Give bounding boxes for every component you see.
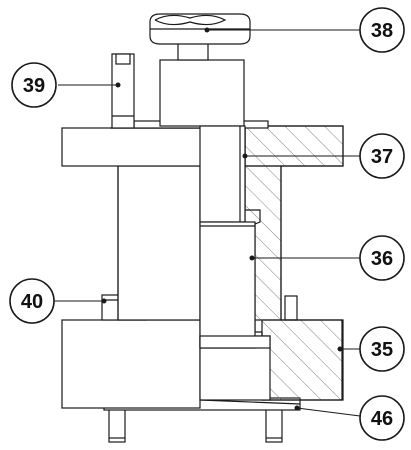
callout-46: 46: [359, 395, 405, 441]
center-cylinder: [117, 165, 201, 321]
callout-38: 38: [359, 7, 405, 53]
callout-label-37: 37: [371, 146, 393, 168]
part-36-sleeve: [199, 221, 256, 349]
callout-37: 37: [359, 133, 405, 179]
callout-label-46: 46: [371, 408, 393, 430]
callout-36: 36: [359, 235, 405, 281]
housing-upper-hatch: [244, 125, 344, 167]
bottom-stud-right: [265, 407, 283, 443]
callout-35: 35: [359, 326, 405, 372]
bottom-stud-left: [108, 407, 126, 443]
housing-lower-hatch: [261, 319, 343, 401]
callout-40: 40: [9, 278, 55, 324]
lower-body-block: [61, 319, 201, 409]
pin-39: [111, 53, 135, 129]
shaft-inner: [199, 125, 246, 223]
callout-label-36: 36: [371, 248, 393, 270]
main-shaft: [159, 59, 245, 127]
callout-label-35: 35: [371, 339, 393, 361]
callout-39: 39: [11, 62, 57, 108]
callout-label-40: 40: [21, 291, 43, 313]
nut-washer: [177, 41, 209, 61]
callout-label-38: 38: [371, 20, 393, 42]
callout-label-39: 39: [23, 75, 45, 97]
